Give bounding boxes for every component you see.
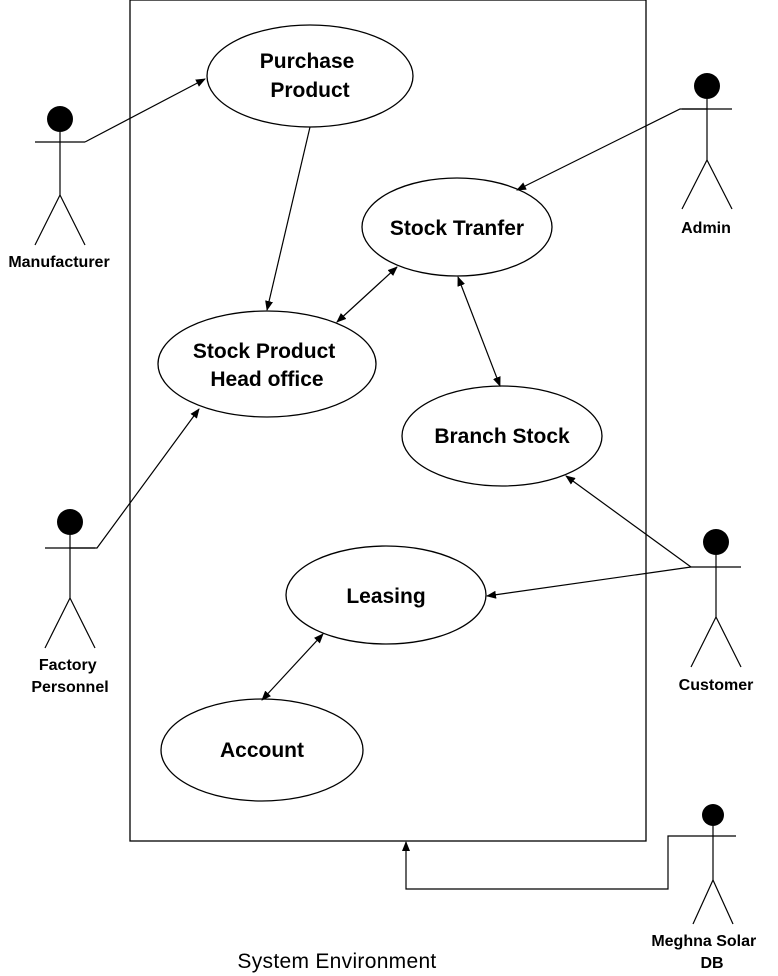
svg-text:Account: Account: [220, 739, 304, 762]
svg-text:Admin: Admin: [681, 220, 731, 237]
svg-text:Manufacturer: Manufacturer: [8, 254, 109, 271]
svg-text:Branch Stock: Branch Stock: [434, 425, 570, 448]
actor-factory-personnel: Factory Personnel: [31, 509, 109, 696]
system-boundary: [129, 0, 647, 842]
use-case-branch-stock: Branch Stock: [401, 385, 603, 487]
svg-text:Meghna Solar DB: Meghna Solar DB: [651, 933, 760, 972]
actor-manufacturer: Manufacturer: [8, 106, 110, 271]
use-case-stock-transfer: Stock Tranfer: [361, 177, 553, 277]
use-case-account: Account: [160, 698, 364, 802]
svg-text:Stock Tranfer: Stock Tranfer: [390, 217, 524, 240]
use-case-purchase-product: Purchase Product: [206, 24, 414, 128]
use-case-stock-product-head-office: Stock Product Head office: [157, 310, 377, 418]
system-environment-label: System Environment: [237, 950, 436, 973]
svg-text:Purchase Product: Purchase Product: [260, 50, 360, 102]
actor-customer: Customer: [679, 529, 754, 694]
actor-admin: Admin: [681, 73, 733, 237]
use-case-leasing: Leasing: [285, 545, 487, 645]
svg-text:Leasing: Leasing: [346, 585, 425, 608]
svg-text:Stock Product Head offic: Stock Product Head office: [193, 340, 341, 391]
actor-meghna-solar-db: Meghna Solar DB: [651, 804, 760, 972]
svg-text:Customer: Customer: [679, 677, 754, 694]
svg-text:Factory Personnel: Factory Personnel: [31, 657, 108, 696]
association-lines: [70, 78, 707, 890]
